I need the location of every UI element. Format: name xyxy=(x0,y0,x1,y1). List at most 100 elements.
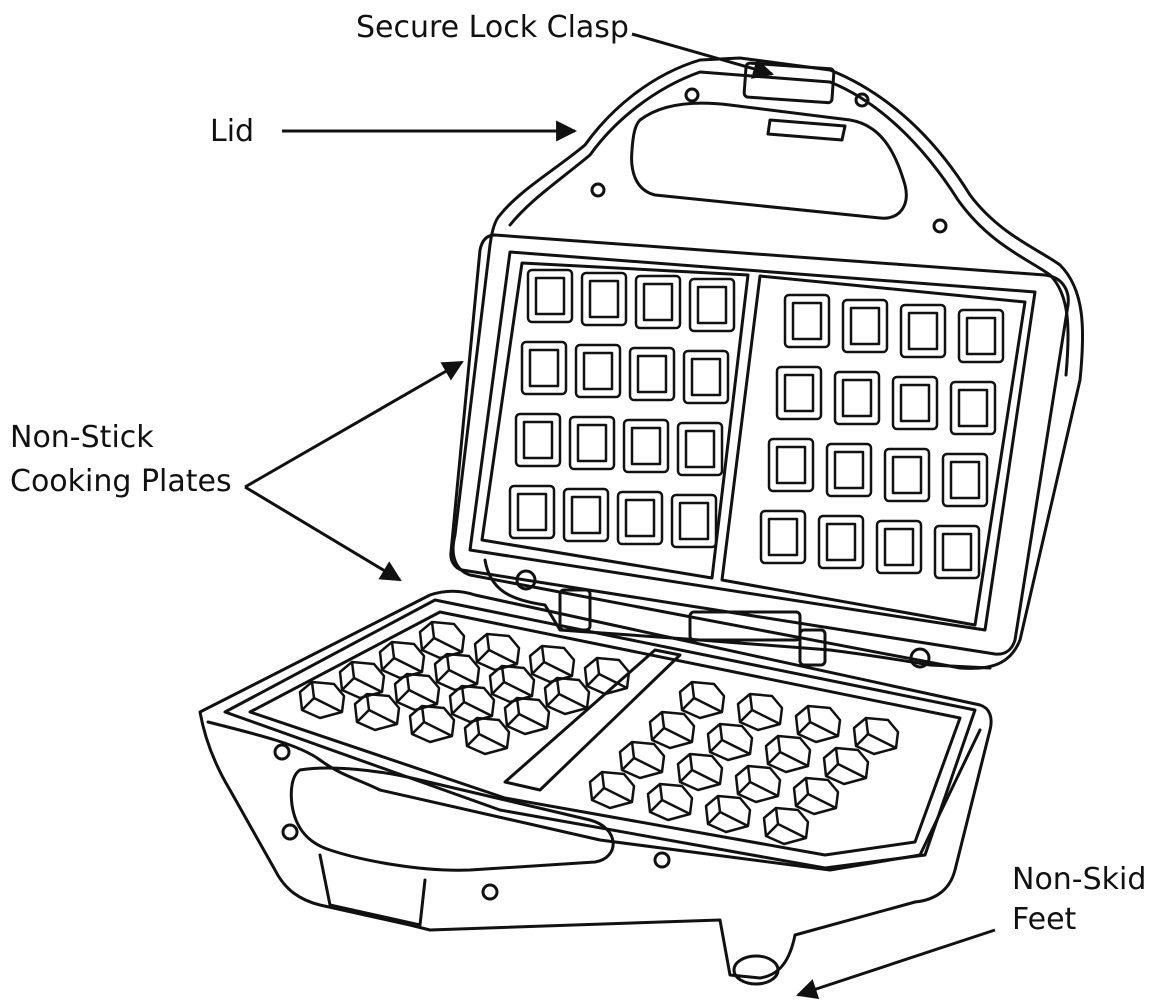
lid-left-waffle-cell xyxy=(616,490,664,546)
plates-arrow-upper xyxy=(244,360,464,489)
lid-left-waffle-cell xyxy=(688,277,736,333)
lid-left-waffle-cell xyxy=(508,484,556,540)
lid-right-waffle-cell-inner xyxy=(883,527,915,567)
lid-left-waffle-cell xyxy=(634,274,682,330)
lid-left-waffle-cell-inner xyxy=(516,492,548,532)
lid-left-waffle-cell xyxy=(676,421,724,477)
base-left-waffle-bump xyxy=(298,680,346,720)
lid-right-waffle-cell-inner xyxy=(957,388,989,428)
base-left-waffle-bump xyxy=(463,716,511,756)
base-right-waffle-bump xyxy=(588,770,636,810)
base-left-waffle-bump xyxy=(353,692,401,732)
base-right-waffle-bump xyxy=(852,716,900,756)
lid-right-waffle-cell-inner xyxy=(833,450,865,490)
base-right-waffle-bump xyxy=(764,734,812,774)
lid-left-waffle-cell xyxy=(670,493,718,549)
lid-right-waffle-cell xyxy=(949,380,997,436)
lid-left-waffle-cell-inner xyxy=(570,495,602,535)
lid-right-waffle-cell-inner xyxy=(907,311,939,351)
lid-right-waffle-cell-inner xyxy=(941,532,973,572)
lid-left-waffle-cell xyxy=(514,412,562,468)
lid-left-waffle-cell-inner xyxy=(522,420,554,460)
base-right-waffle-bump xyxy=(646,782,694,822)
lid-handle-opening xyxy=(630,101,908,220)
lid-left-waffle-cell xyxy=(568,415,616,471)
plates-arrow-lower xyxy=(244,485,402,582)
lid-left-waffle-cell-inner xyxy=(636,354,668,394)
lid-left-waffle-cell-inner xyxy=(528,348,560,388)
base-right-waffle-bump xyxy=(822,746,870,786)
base-right-waffle-bump xyxy=(736,692,784,732)
lid-left-waffle-cell xyxy=(520,340,568,396)
lid-right-waffle-cell-inner xyxy=(783,373,815,413)
lid-right-waffle-cell-inner xyxy=(949,460,981,500)
lid-right-waffle-cell xyxy=(933,524,981,580)
base-right-waffle-bump xyxy=(648,710,696,750)
lid-left-waffle-cell-inner xyxy=(684,429,716,469)
base-right-waffle-bump xyxy=(794,704,842,744)
base-left-waffle-bump xyxy=(503,696,551,736)
lid-left-waffle-cell-inner xyxy=(690,357,722,397)
lid-right-waffle-cell-inner xyxy=(825,522,857,562)
base-right-waffle-bump xyxy=(618,740,666,780)
lid-left-waffle-cell-inner xyxy=(642,282,674,322)
lid-right-waffle-cell-inner xyxy=(791,301,823,341)
lid-right-waffle-cell xyxy=(957,308,1005,364)
lid-left-waffle-cell-inner xyxy=(534,276,566,316)
base-left-waffle-bump xyxy=(338,660,386,700)
base-left-waffle-bump xyxy=(473,632,521,672)
base-right-waffle-bump xyxy=(706,722,754,762)
lid-right-waffle-cell xyxy=(899,303,947,359)
lid-right-waffle-cell xyxy=(833,370,881,426)
lid-plate-right xyxy=(720,274,1027,627)
lid-left-waffle-cell xyxy=(628,346,676,402)
base-left-waffle-bump xyxy=(448,684,496,724)
base-left-waffle-bump xyxy=(408,704,456,744)
lid-right-waffle-cell xyxy=(817,514,865,570)
base-right-waffle-bump xyxy=(792,776,840,816)
base-handle xyxy=(289,766,615,872)
label-non-stick-line1: Non-Stick xyxy=(10,420,154,455)
lid-left-waffle-cell-inner xyxy=(678,501,710,541)
lid-right-waffle-cell xyxy=(775,365,823,421)
lid-right-waffle-cell xyxy=(841,298,889,354)
label-secure-lock-clasp: Secure Lock Clasp xyxy=(356,10,629,45)
clasp-shape xyxy=(742,61,836,105)
base-plate-frame xyxy=(223,598,977,870)
label-lid: Lid xyxy=(210,114,255,149)
lid-left-waffle-cell xyxy=(622,418,670,474)
lid-right-waffle-cell-inner xyxy=(849,306,881,346)
lid-left-waffle-cell-inner xyxy=(588,279,620,319)
lid-right-waffle-cell xyxy=(941,452,989,508)
lid-right-waffle-cell-inner xyxy=(841,378,873,418)
base-foot xyxy=(732,954,780,986)
base-left-waffle-bump xyxy=(378,640,426,680)
base-left-waffle-bump xyxy=(528,644,576,684)
lid-left-waffle-cell xyxy=(526,268,574,324)
base-left-waffle-bump xyxy=(583,656,631,696)
lid-left-waffle-cell xyxy=(562,487,610,543)
lid-right-waffle-cell xyxy=(767,437,815,493)
base-shell xyxy=(198,589,993,980)
lid-plate-frame xyxy=(449,233,1070,656)
lid-left-waffle-cell xyxy=(574,343,622,399)
base-left-waffle-bump xyxy=(433,652,481,692)
lid-right-waffle-cell xyxy=(783,293,831,349)
lid-left-waffle-cell xyxy=(682,349,730,405)
lid-right-waffle-cell xyxy=(883,447,931,503)
label-non-skid-line1: Non-Skid xyxy=(1012,862,1147,897)
base-left-waffle-bump xyxy=(543,676,591,716)
lid-left-waffle-cell xyxy=(580,271,628,327)
lid-left-waffle-cell-inner xyxy=(582,351,614,391)
lid-right-waffle-cell-inner xyxy=(891,455,923,495)
base-right-waffle-bump xyxy=(704,794,752,834)
feet-arrow xyxy=(796,928,996,1000)
base-left-waffle-bump xyxy=(418,620,466,660)
lid-left-waffle-cell-inner xyxy=(624,498,656,538)
base-left-waffle-bump xyxy=(393,672,441,712)
lid-left-waffle-cell-inner xyxy=(630,426,662,466)
lid-left-waffle-cell-inner xyxy=(576,423,608,463)
lid-left-waffle-cell-inner xyxy=(696,285,728,325)
base-right-waffle-bump xyxy=(676,752,724,792)
